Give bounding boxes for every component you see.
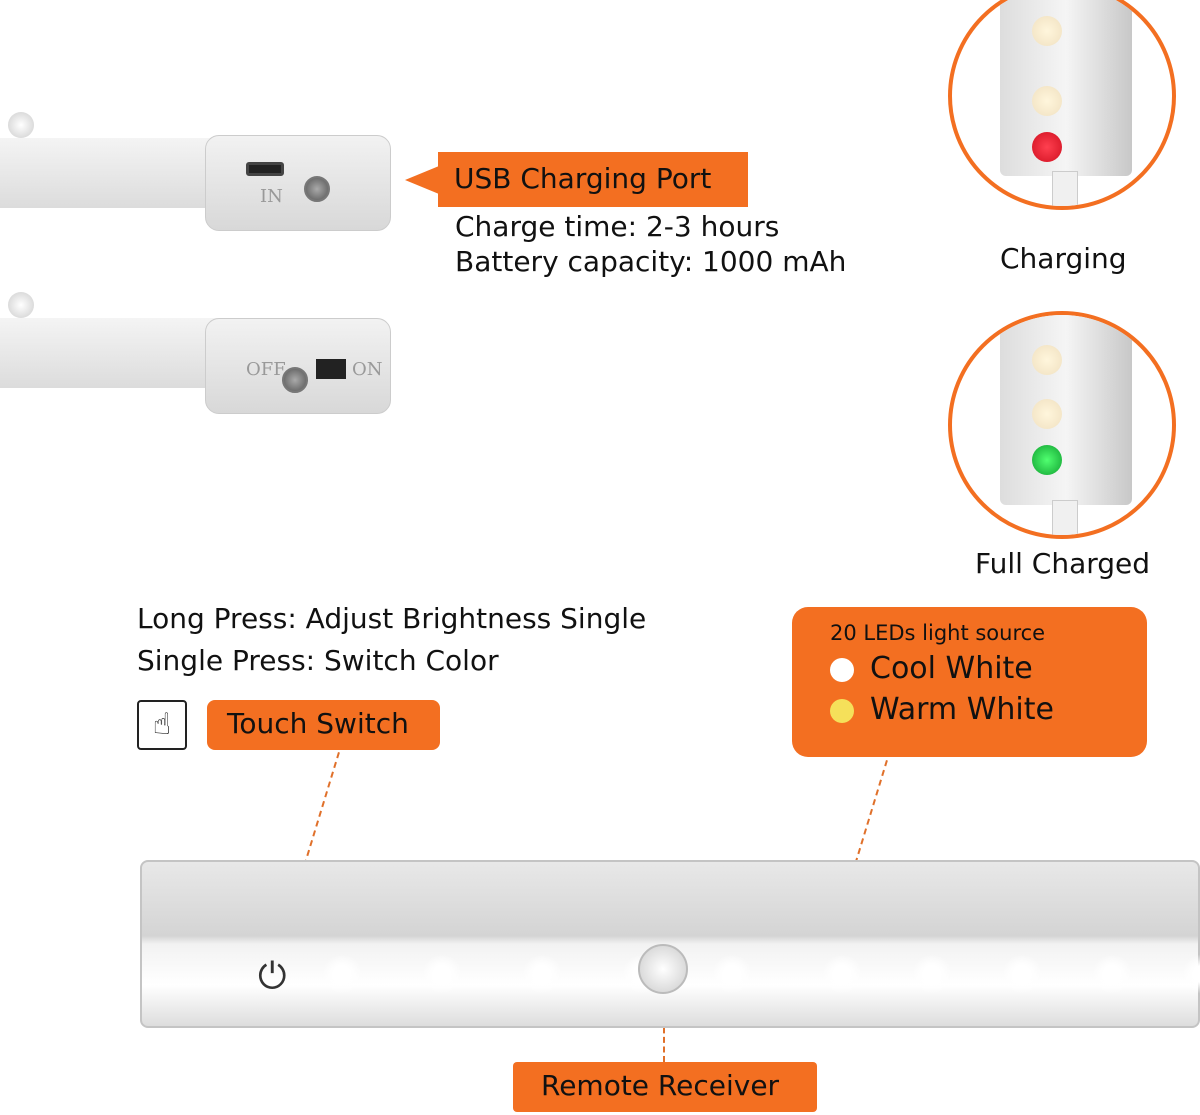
- charging-label: Charging: [1000, 242, 1127, 275]
- mount-knob: [8, 112, 34, 138]
- off-label: OFF: [246, 359, 286, 380]
- usb-charging-port-label: USB Charging Port: [438, 152, 748, 207]
- callout-pointer: [405, 166, 439, 194]
- remote-receiver-label: Remote Receiver: [513, 1062, 817, 1112]
- remote-sensor-icon: [638, 944, 688, 994]
- warm-white-option: Warm White: [830, 692, 1109, 727]
- in-label: IN: [260, 186, 283, 207]
- mount-knob: [8, 292, 34, 318]
- device-body: [0, 138, 230, 208]
- touch-hand-icon: ☝: [137, 700, 187, 750]
- led-light-bar: ⏻: [140, 860, 1200, 1028]
- charging-indicator-circle: [948, 0, 1176, 210]
- usb-port-icon: [246, 162, 284, 176]
- screw-icon: [304, 176, 330, 202]
- power-slider-switch: [316, 359, 346, 379]
- full-charged-label: Full Charged: [975, 547, 1151, 580]
- charge-time-text: Charge time: 2-3 hours: [455, 210, 780, 243]
- cool-white-dot-icon: [830, 657, 854, 682]
- end-cap: OFF ON: [205, 318, 391, 414]
- touch-switch-label: Touch Switch: [207, 700, 440, 750]
- full-charged-indicator-circle: [948, 311, 1176, 539]
- power-icon[interactable]: ⏻: [258, 956, 287, 997]
- on-label: ON: [352, 359, 383, 380]
- led-source-box: 20 LEDs light source Cool White Warm Whi…: [792, 607, 1147, 757]
- cool-white-option: Cool White: [830, 651, 1109, 686]
- led-source-title: 20 LEDs light source: [830, 621, 1046, 645]
- red-led-icon: [1032, 132, 1062, 162]
- long-press-text: Long Press: Adjust Brightness Single: [137, 602, 647, 635]
- warm-white-dot-icon: [830, 698, 854, 723]
- battery-capacity-text: Battery capacity: 1000 mAh: [455, 245, 847, 278]
- screw-icon: [282, 367, 308, 393]
- cool-white-label: Cool White: [870, 651, 1033, 686]
- warm-white-label: Warm White: [870, 692, 1054, 727]
- green-led-icon: [1032, 445, 1062, 475]
- device-body: [0, 318, 230, 388]
- single-press-text: Single Press: Switch Color: [137, 644, 499, 677]
- end-cap: IN: [205, 135, 391, 231]
